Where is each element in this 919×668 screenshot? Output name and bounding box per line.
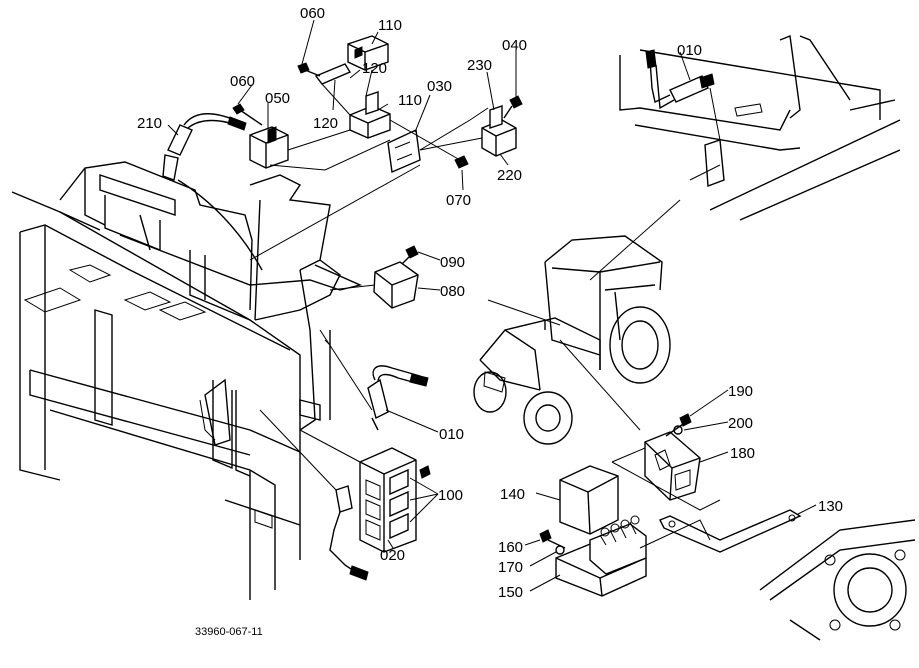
relay-group-top	[232, 35, 523, 261]
label-160: 160	[498, 539, 523, 556]
label-190: 190	[728, 383, 753, 400]
label-170: 170	[498, 559, 523, 576]
switch-010-left	[319, 329, 429, 431]
label-210: 210	[137, 115, 162, 132]
label-180: 180	[730, 445, 755, 462]
label-110-mid: 110	[398, 92, 422, 109]
part-labels: 060 110 060 120 050 110 030 120 210 230 …	[137, 5, 843, 601]
label-010-mid: 010	[439, 426, 464, 443]
label-110-top: 110	[378, 17, 402, 34]
label-020: 020	[380, 547, 405, 564]
tractor-illustration	[473, 199, 681, 445]
label-130: 130	[818, 498, 843, 515]
label-080: 080	[440, 283, 465, 300]
label-120-top: 120	[362, 60, 387, 77]
frame-assembly	[11, 161, 363, 600]
label-220: 220	[497, 167, 522, 184]
engine-outline	[759, 519, 916, 641]
component-080	[329, 245, 419, 309]
label-200: 200	[728, 415, 753, 432]
label-010-top: 010	[677, 42, 702, 59]
switch-210	[162, 113, 263, 271]
label-120-low: 120	[313, 115, 338, 132]
relay-block-100	[259, 409, 431, 581]
controller-group	[539, 413, 802, 597]
figure-caption: 33960-067-11	[195, 626, 263, 638]
label-090: 090	[440, 254, 465, 271]
label-050: 050	[265, 90, 290, 107]
label-040: 040	[502, 37, 527, 54]
label-150: 150	[498, 584, 523, 601]
fuel-tank-area	[619, 35, 901, 221]
label-140: 140	[500, 486, 525, 503]
leader-lines	[167, 19, 817, 592]
label-030: 030	[427, 78, 452, 95]
label-100: 100	[438, 487, 463, 504]
label-060-top: 060	[300, 5, 325, 22]
label-060-mid: 060	[230, 73, 255, 90]
label-230: 230	[467, 57, 492, 74]
label-070: 070	[446, 192, 471, 209]
